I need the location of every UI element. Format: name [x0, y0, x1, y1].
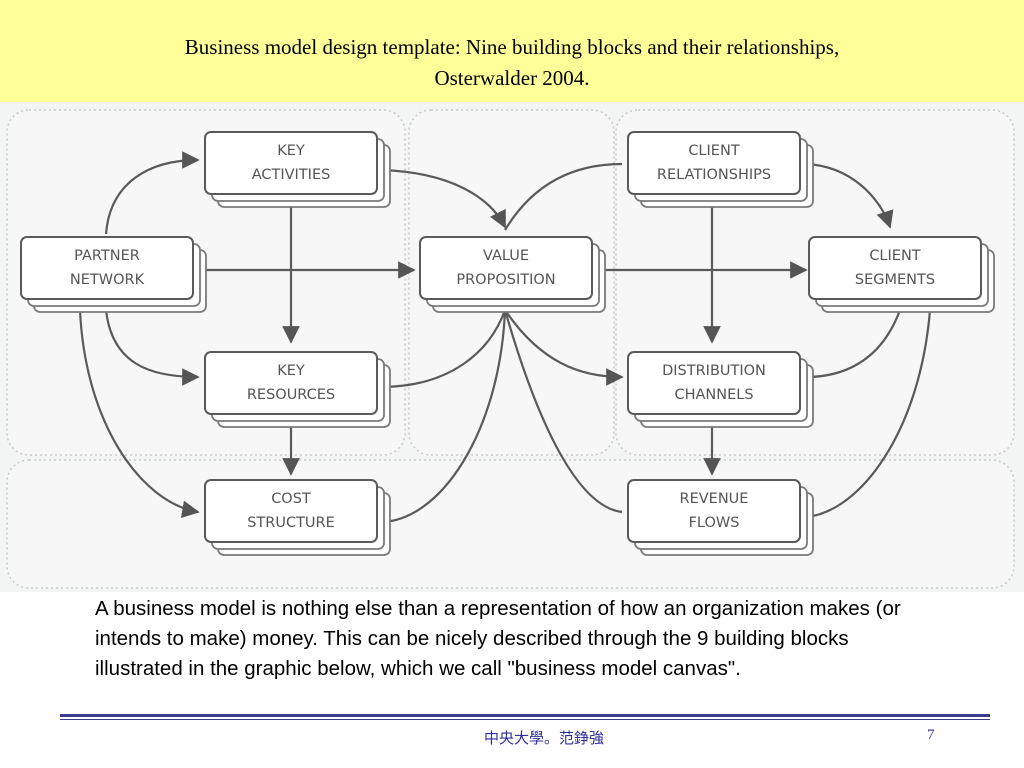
arrow-activities-to-value	[379, 168, 506, 229]
label-cost-structure-1: COST	[271, 491, 311, 507]
block-key-resources: KEY RESOURCES	[204, 351, 391, 428]
block-partner-network: PARTNER NETWORK	[20, 236, 207, 313]
line-resources-to-value	[379, 309, 507, 389]
slide-title-line-2: Osterwalder 2004.	[434, 66, 590, 90]
label-client-relationships-2: RELATIONSHIPS	[657, 167, 771, 183]
label-key-activities-2: ACTIVITIES	[252, 167, 331, 183]
label-cost-structure-2: STRUCTURE	[247, 515, 335, 531]
label-distribution-channels-2: CHANNELS	[674, 387, 753, 403]
block-client-segments: CLIENT SEGMENTS	[808, 236, 995, 313]
label-client-segments-2: SEGMENTS	[855, 272, 935, 288]
label-client-relationships-1: CLIENT	[688, 143, 739, 159]
block-client-relationships: CLIENT RELATIONSHIPS	[627, 131, 814, 208]
title-band	[0, 0, 1024, 102]
business-model-diagram: KEY ACTIVITIES PARTNER NETWORK KEY RESOU…	[0, 102, 1024, 592]
label-client-segments-1: CLIENT	[869, 248, 920, 264]
connectors	[78, 151, 932, 524]
label-key-activities-1: KEY	[277, 143, 305, 159]
line-segments-to-revenue	[805, 309, 932, 519]
line-value-to-revenue	[503, 309, 623, 514]
footer-rule-top	[60, 714, 990, 717]
label-key-resources-2: RESOURCES	[247, 387, 335, 403]
line-value-to-relationships	[504, 162, 623, 231]
line-segments-to-channels	[805, 309, 902, 379]
arrow-partner-to-resources	[104, 309, 200, 386]
block-key-activities: KEY ACTIVITIES	[204, 131, 391, 208]
block-value-proposition: VALUE PROPOSITION	[419, 236, 606, 313]
label-revenue-flows-2: FLOWS	[689, 515, 740, 531]
label-partner-network-1: PARTNER	[74, 248, 140, 264]
region-panels	[6, 109, 1015, 589]
label-distribution-channels-1: DISTRIBUTION	[662, 363, 766, 379]
description-text: A business model is nothing else than a …	[95, 597, 901, 680]
slide-title: Business model design template: Nine bui…	[60, 32, 964, 94]
footer-rule-bottom	[60, 719, 990, 720]
arrow-relationships-to-segments	[805, 162, 894, 229]
label-key-resources-1: KEY	[277, 363, 305, 379]
block-revenue-flows: REVENUE FLOWS	[627, 479, 814, 556]
line-value-to-cost	[379, 309, 507, 524]
region-finance	[6, 459, 1015, 589]
slide-title-line-1: Business model design template: Nine bui…	[184, 35, 840, 59]
arrow-value-to-channels	[504, 309, 624, 386]
arrow-partner-to-activities	[104, 151, 200, 235]
label-partner-network-2: NETWORK	[70, 272, 145, 288]
block-cost-structure: COST STRUCTURE	[204, 479, 391, 556]
label-revenue-flows-1: REVENUE	[680, 491, 749, 507]
block-distribution-channels: DISTRIBUTION CHANNELS	[627, 351, 814, 428]
page-number: 7	[927, 727, 935, 743]
label-value-proposition-2: PROPOSITION	[456, 272, 555, 288]
footer-author: 中央大學。范錚強	[484, 731, 605, 747]
arrow-partner-to-cost	[78, 309, 200, 518]
label-value-proposition-1: VALUE	[483, 248, 529, 264]
